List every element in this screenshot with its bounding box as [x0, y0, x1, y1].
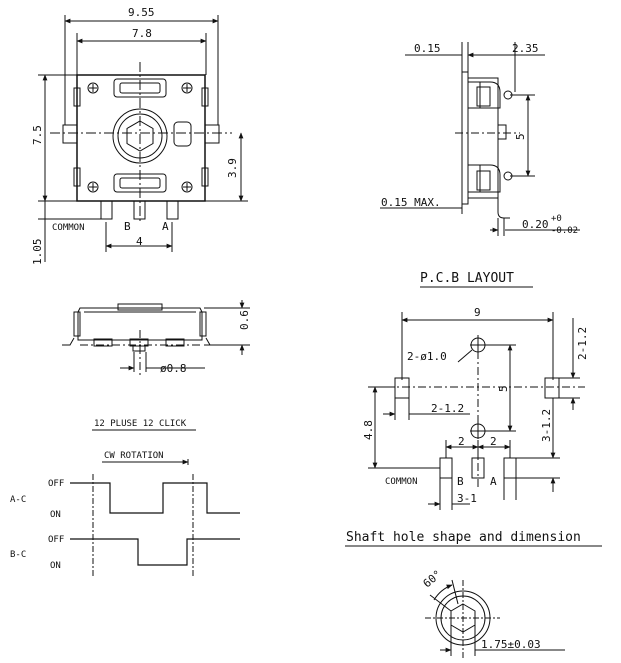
- timing-direction: CW ROTATION: [104, 451, 164, 461]
- tol-upper: +0: [551, 214, 562, 224]
- pcb-center-spacing: 5: [497, 385, 510, 392]
- dim-side-max: 0.15 MAX.: [381, 196, 441, 209]
- tol-lower: -0.02: [551, 226, 578, 236]
- pcb-title: P.C.B LAYOUT: [420, 271, 514, 286]
- pcb-pad-right: 3-1.2: [540, 409, 553, 442]
- dim-pin-pitch: 4: [136, 235, 143, 248]
- pcb-pitch-2: 2: [490, 435, 497, 448]
- pcb-height-left: 4.8: [362, 420, 375, 440]
- pin-b-label: B: [124, 220, 131, 233]
- timing-title: 12 PLUSE 12 CLICK: [94, 419, 187, 429]
- pcb-hole: 2-ø1.0: [407, 350, 447, 363]
- timing-row1-on: ON: [50, 510, 61, 520]
- shaft-dimension: 1.75±0.03: [481, 638, 541, 651]
- timing-row2-on: ON: [50, 561, 61, 571]
- pcb-pad-mid: 2-1.2: [431, 402, 464, 415]
- timing-diagram: [70, 429, 240, 578]
- dim-pin-diameter: ø0.8: [160, 362, 187, 375]
- pcb-pin-common: COMMON: [385, 477, 418, 487]
- dim-side-left: 0.15: [414, 42, 441, 55]
- pcb-pitch-1: 2: [458, 435, 465, 448]
- shaft-detail: [345, 545, 602, 660]
- dim-body-height: 7.5: [31, 125, 44, 145]
- pin-a-label: A: [162, 220, 169, 233]
- pcb-layout: [368, 286, 585, 510]
- front-view: [62, 300, 250, 375]
- dim-side-mid: 5: [514, 133, 527, 140]
- timing-row1-off: OFF: [48, 479, 64, 489]
- pcb-pin-b: B: [457, 475, 464, 488]
- timing-row2-label: B-C: [10, 550, 26, 560]
- pcb-pitch-bottom: 3-1: [457, 492, 477, 505]
- timing-row2-off: OFF: [48, 535, 64, 545]
- timing-row1-label: A-C: [10, 495, 26, 505]
- dim-overall-width: 9.55: [128, 6, 155, 19]
- dim-half-height: 3.9: [226, 158, 239, 178]
- pcb-width: 9: [474, 306, 481, 319]
- dim-pin-length: 1.05: [31, 239, 44, 266]
- top-view: [38, 15, 248, 262]
- dim-body-width: 7.8: [132, 27, 152, 40]
- pin-common-label: COMMON: [52, 223, 85, 233]
- shaft-angle: 60°: [421, 568, 445, 591]
- tol-base: 0.20: [522, 218, 549, 231]
- pcb-pad-top: 2-1.2: [576, 327, 589, 360]
- side-view: [380, 42, 580, 236]
- dim-side-right: 2.35: [512, 42, 539, 55]
- pcb-pin-a: A: [490, 475, 497, 488]
- shaft-title: Shaft hole shape and dimension: [346, 530, 581, 545]
- dim-front-height: 0.6: [238, 310, 251, 330]
